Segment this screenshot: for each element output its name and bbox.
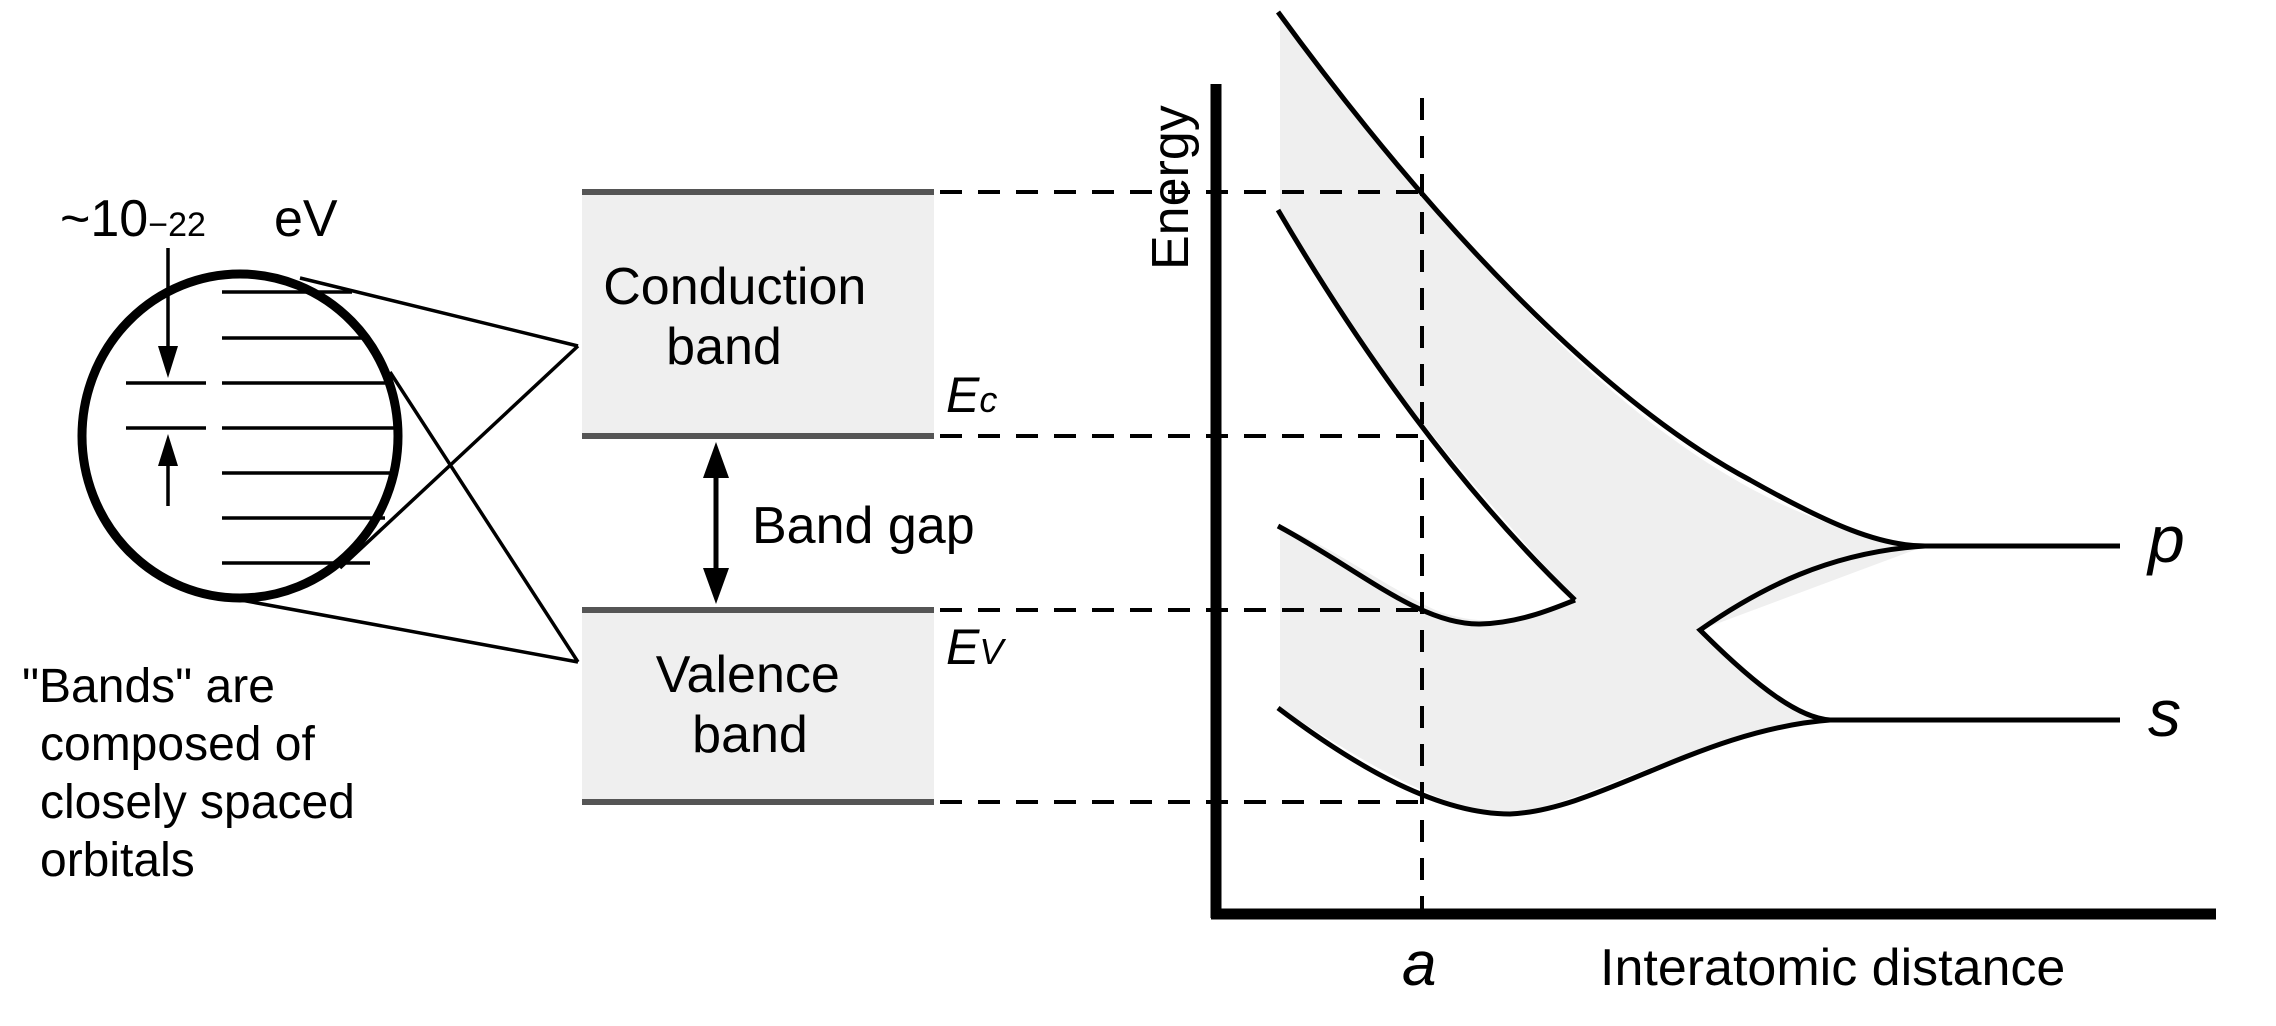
orbital-zoom: ~10−22 eV xyxy=(60,190,580,664)
spacing-exponent: −22 xyxy=(148,206,206,244)
conduction-band-label-line: band xyxy=(666,318,782,376)
caption-line: orbitals xyxy=(40,834,195,887)
valence-band-label: Valence band xyxy=(656,646,855,764)
band-gap-label: Band gap xyxy=(752,497,975,555)
band-blocks: Conduction band Valence band Band gap Ec… xyxy=(582,189,1006,805)
zoom-line-top xyxy=(299,276,579,348)
spacing-arrow-down-head xyxy=(158,346,178,378)
dashed-guides xyxy=(940,98,1424,912)
zoom-line-cross-1 xyxy=(338,344,580,570)
lower-band-top-curve xyxy=(1276,523,1576,627)
zoom-line-bottom xyxy=(229,596,579,664)
spacing-label: ~10−22 xyxy=(60,190,206,248)
zoom-line-cross-2 xyxy=(388,371,580,663)
caption-line: "Bands" are xyxy=(22,660,275,713)
ev-label: EV xyxy=(946,619,1006,675)
valence-band-label-line: Valence xyxy=(656,646,840,704)
spacing-prefix: ~10 xyxy=(60,190,148,248)
band-gap-arrow-head-up xyxy=(703,442,729,478)
ec-label: Ec xyxy=(946,367,997,423)
caption-line: closely spaced xyxy=(40,776,355,829)
spacing-arrow-up-head xyxy=(158,434,178,466)
ev-main: E xyxy=(946,619,980,675)
band-gap-arrow-head-down xyxy=(703,568,729,604)
band-curves xyxy=(1275,10,2120,817)
lower-band-bottom-curve xyxy=(1276,706,1831,817)
spacing-unit: eV xyxy=(274,190,338,248)
s-label: s xyxy=(2148,676,2181,750)
caption: "Bands" are composed of closely spaced o… xyxy=(22,660,368,887)
zoom-circle xyxy=(77,269,403,603)
p-label: p xyxy=(2146,502,2185,576)
energy-plot: Energy Interatomic distance a p s xyxy=(940,10,2216,999)
conduction-band-label: Conduction band xyxy=(603,258,881,376)
band-notch xyxy=(1280,210,1575,621)
ec-main: E xyxy=(946,367,980,423)
orbital-lines xyxy=(126,290,395,565)
caption-line: composed of xyxy=(40,718,315,771)
conduction-band-label-line: Conduction xyxy=(603,258,866,316)
y-axis-label: Energy xyxy=(1142,105,1200,270)
x-axis-label: Interatomic distance xyxy=(1600,939,2065,997)
valence-band-box xyxy=(582,610,934,802)
a-label: a xyxy=(1402,930,1436,999)
upper-band-inner-curve xyxy=(1696,543,1926,723)
shaded-band-region xyxy=(1280,12,1925,815)
ec-sub: c xyxy=(979,379,997,420)
upper-band-top-curve xyxy=(1275,10,1926,549)
ev-sub: V xyxy=(979,631,1006,672)
upper-band-bottom-curve xyxy=(1275,208,1577,602)
conduction-band-box xyxy=(582,192,934,436)
valence-band-label-line: band xyxy=(692,706,808,764)
